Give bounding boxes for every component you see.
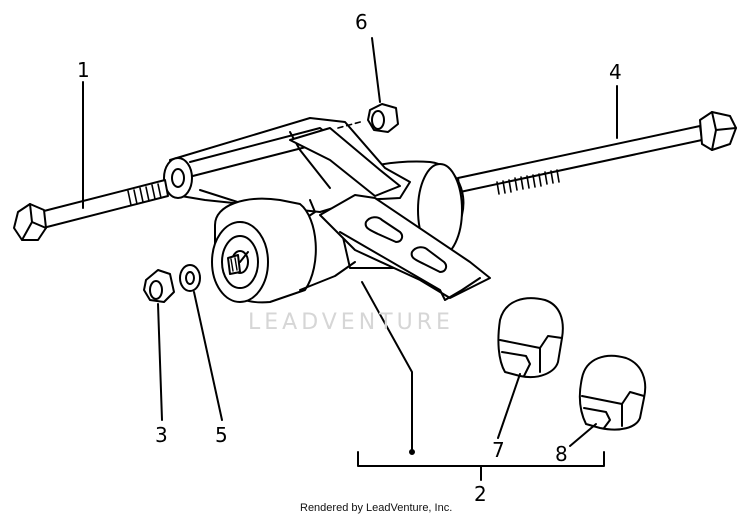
footer-credit: Rendered by LeadVenture, Inc. xyxy=(300,502,453,514)
leader-lines xyxy=(82,37,618,481)
leader-line-2 xyxy=(361,281,413,453)
bushing-part-7 xyxy=(497,297,564,378)
leader-line-8 xyxy=(569,423,597,447)
callout-4: 4 xyxy=(609,60,622,84)
leader-line-7 xyxy=(497,373,521,439)
leader-line-6 xyxy=(371,37,381,103)
bolt-thread xyxy=(496,169,560,195)
callout-6: 6 xyxy=(355,10,368,34)
leader-line-3 xyxy=(157,303,163,421)
washer-part-5 xyxy=(179,264,201,292)
callout-7: 7 xyxy=(492,438,505,462)
watermark: LEADVENTURE xyxy=(248,310,454,335)
nut-part-6 xyxy=(367,103,399,133)
callout-1: 1 xyxy=(77,58,90,82)
callout-8: 8 xyxy=(555,442,568,466)
bushing-part-8 xyxy=(578,354,647,431)
nut-part-3 xyxy=(143,269,175,303)
callout-5: 5 xyxy=(215,423,228,447)
long-bolt-part-4 xyxy=(457,111,737,195)
bolt-thread xyxy=(127,183,162,206)
leader-line-5 xyxy=(193,291,223,421)
callout-3: 3 xyxy=(155,423,168,447)
bolt-part-1 xyxy=(13,179,169,241)
callout-2: 2 xyxy=(474,482,487,506)
arm-assembly-part-2 xyxy=(163,117,491,304)
